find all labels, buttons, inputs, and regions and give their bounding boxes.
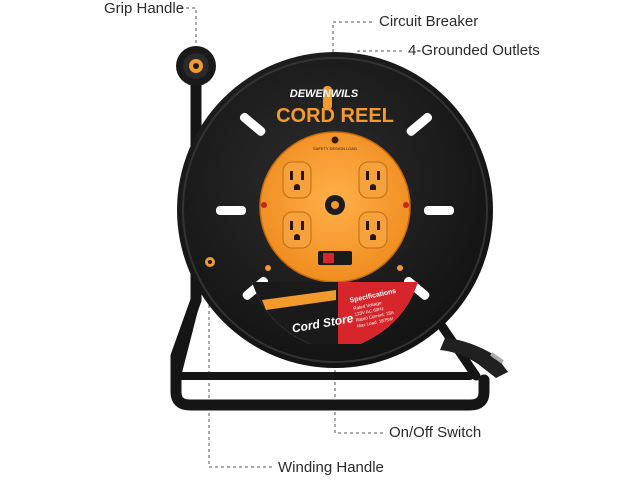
- outlet-3: [282, 211, 312, 249]
- outlet-1: [282, 161, 312, 199]
- outlet-2: [358, 161, 388, 199]
- grounded-outlets-label: 4-Grounded Outlets: [408, 42, 540, 59]
- brand-logo: DEWENWILS: [290, 88, 359, 100]
- label-panel: [252, 282, 418, 344]
- outlets-leader: [357, 50, 402, 145]
- on-off-switch[interactable]: [318, 251, 352, 265]
- outlet-grid: [261, 161, 409, 249]
- reel-title: CORD REEL: [276, 105, 394, 127]
- circuit-breaker-label: Circuit Breaker: [379, 13, 479, 30]
- on-off-switch-label: On/Off Switch: [389, 424, 482, 441]
- grip-handle-label: Grip Handle: [104, 0, 185, 17]
- grip-handle[interactable]: [176, 46, 216, 116]
- breaker-leader: [332, 21, 372, 68]
- spec-line: Rated Voltage:: [353, 300, 383, 311]
- outlet-4: [358, 211, 388, 249]
- winding-handle-label: Winding Handle: [278, 459, 384, 476]
- power-plug: [440, 338, 508, 378]
- circuit-breaker-button[interactable]: [331, 136, 339, 144]
- winding-leader: [208, 265, 272, 468]
- panel-caption: SAFETY DESIGN LOAD: [313, 146, 357, 151]
- spec-line: 125V AC 60Hz: [354, 306, 385, 317]
- winding-handle[interactable]: [200, 252, 220, 272]
